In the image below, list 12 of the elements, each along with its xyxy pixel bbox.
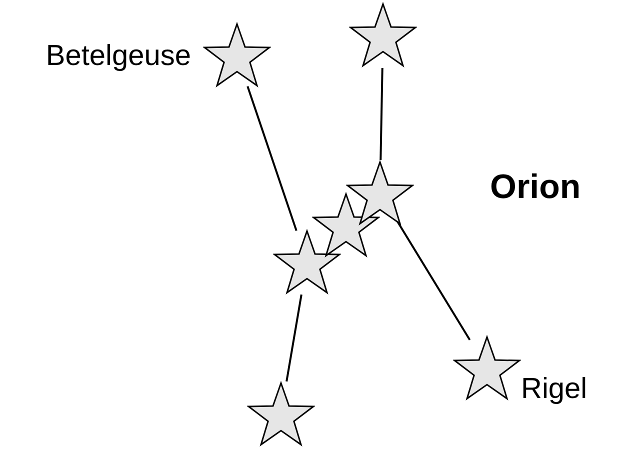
connector-line bbox=[286, 294, 302, 382]
star-shape bbox=[346, 160, 414, 226]
star-name: Betelgeuse bbox=[46, 42, 191, 71]
star-shape bbox=[273, 229, 341, 295]
constellation-title: Orion bbox=[490, 168, 581, 207]
star-shape bbox=[203, 22, 271, 88]
star-shape bbox=[247, 381, 315, 447]
star-name: Rigel bbox=[521, 375, 588, 404]
star-shape bbox=[349, 2, 417, 68]
star-shape bbox=[453, 335, 521, 401]
star-shape bbox=[312, 192, 380, 258]
connector-line bbox=[246, 86, 298, 232]
